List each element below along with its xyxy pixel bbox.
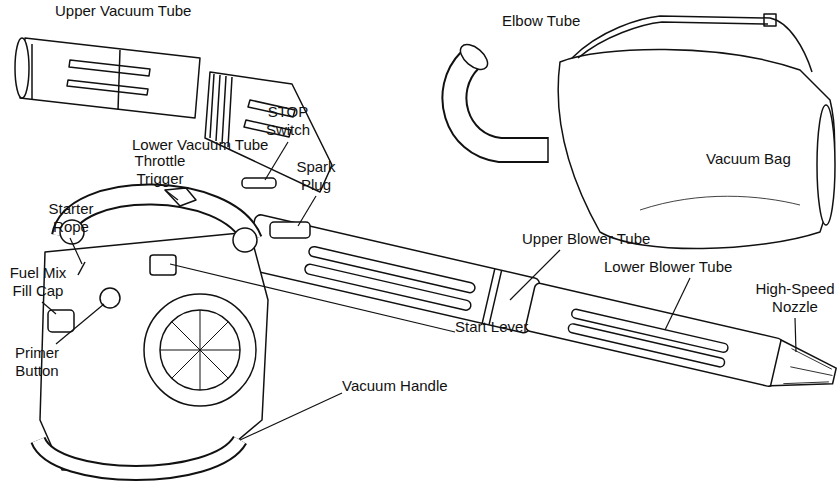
vacuum-bag — [558, 14, 835, 249]
part-label: Throttle Trigger — [122, 152, 198, 188]
part-label: High-Speed Nozzle — [752, 280, 837, 316]
leader-line — [795, 318, 796, 352]
tube-slot — [67, 80, 148, 95]
leader-line — [665, 278, 690, 330]
part-label: Start Lever — [455, 318, 528, 336]
tube-slot — [304, 263, 472, 311]
bag-body — [558, 49, 834, 248]
spark-plug — [270, 222, 310, 238]
leader-line — [165, 190, 178, 200]
tube-slot — [69, 60, 150, 76]
fan-grille — [160, 310, 240, 390]
elbow-tube — [454, 40, 548, 163]
part-label: Upper Vacuum Tube — [55, 2, 191, 20]
leader-line — [42, 302, 56, 314]
elbow-outline — [454, 60, 548, 150]
elbow-end — [547, 137, 549, 163]
nozzle-rib — [783, 349, 836, 394]
elbow-end — [456, 40, 492, 74]
part-label: STOP Switch — [258, 103, 318, 139]
upper-blower-tube — [243, 214, 540, 334]
tube-end — [15, 38, 29, 98]
part-label: Lower Blower Tube — [604, 258, 732, 276]
throttle-trigger — [165, 188, 196, 206]
leader-lines — [42, 142, 796, 440]
engine-housing — [40, 232, 268, 470]
blower-engine — [38, 178, 310, 473]
bag-opening — [817, 105, 835, 225]
tube-ring — [482, 269, 501, 325]
leader-line — [298, 196, 316, 226]
stop-switch — [242, 178, 276, 188]
blower-tubes — [243, 214, 837, 404]
tube-seam — [118, 50, 120, 110]
bag-fold — [640, 196, 800, 210]
part-label: Elbow Tube — [502, 12, 580, 30]
leader-line — [240, 393, 342, 440]
part-label: Vacuum Bag — [706, 150, 791, 168]
tube-ring — [31, 44, 33, 100]
tube-slot — [567, 323, 725, 368]
part-label: Upper Blower Tube — [522, 230, 650, 248]
part-label: Fuel Mix Fill Cap — [2, 264, 74, 300]
fan-housing — [144, 294, 256, 406]
bag-strap — [578, 22, 768, 58]
strap-buckle — [764, 14, 776, 26]
leader-line — [70, 238, 82, 264]
vacuum-handle-fill — [38, 440, 240, 473]
fuel-cap — [48, 310, 74, 332]
fan-spoke — [160, 310, 240, 390]
lower-blower-tube — [525, 282, 784, 387]
part-label: Primer Button — [4, 344, 70, 380]
high-speed-nozzle — [771, 340, 837, 399]
part-label: Spark Plug — [288, 158, 344, 194]
vacuum-handle — [38, 440, 240, 473]
upper-vacuum-tube — [15, 38, 200, 118]
leader-line — [510, 250, 560, 300]
part-label: Starter Rope — [38, 200, 104, 236]
elbow-fill — [454, 60, 548, 150]
part-label: Lower Vacuum Tube — [132, 136, 268, 154]
leader-line — [170, 264, 455, 332]
leader-line — [56, 304, 104, 344]
part-label: Vacuum Handle — [342, 377, 448, 395]
tube-body — [20, 38, 200, 118]
handle-knob — [233, 228, 257, 252]
